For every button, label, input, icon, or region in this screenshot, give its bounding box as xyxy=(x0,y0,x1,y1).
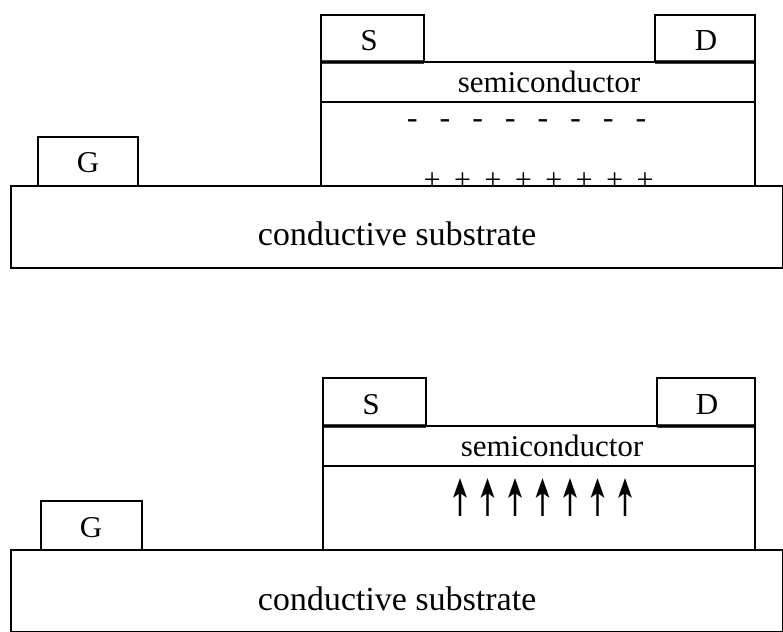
gate-label: G xyxy=(77,144,99,179)
diagram-bottom: conductive substrate G semiconductor S D xyxy=(10,377,783,632)
up-arrow-icon xyxy=(618,478,632,516)
field-arrows xyxy=(453,478,632,516)
positive-charges: + + + + + + + + xyxy=(424,163,657,196)
gate-label: G xyxy=(80,509,102,544)
up-arrow-icon xyxy=(480,478,495,516)
drain-label: D xyxy=(695,22,717,57)
up-arrow-icon xyxy=(508,478,522,516)
source-label: S xyxy=(360,22,377,57)
semiconductor-label: semiconductor xyxy=(458,64,641,99)
source-label: S xyxy=(362,386,379,421)
up-arrow-icon xyxy=(563,478,577,516)
substrate-label: conductive substrate xyxy=(258,581,537,618)
substrate-label: conductive substrate xyxy=(258,216,537,253)
up-arrow-icon xyxy=(453,478,467,516)
gate-electrode xyxy=(40,500,143,551)
up-arrow-icon xyxy=(590,478,605,516)
device-stack xyxy=(320,61,756,187)
drain-label: D xyxy=(696,386,718,421)
gate-electrode xyxy=(37,136,139,187)
up-arrow-icon xyxy=(535,478,550,516)
diagram-top: conductive substrate G semiconductor S D… xyxy=(10,14,783,269)
negative-charges: - - - - - - - - xyxy=(407,99,653,135)
semiconductor-label: semiconductor xyxy=(461,428,644,463)
device-stack xyxy=(322,425,756,551)
